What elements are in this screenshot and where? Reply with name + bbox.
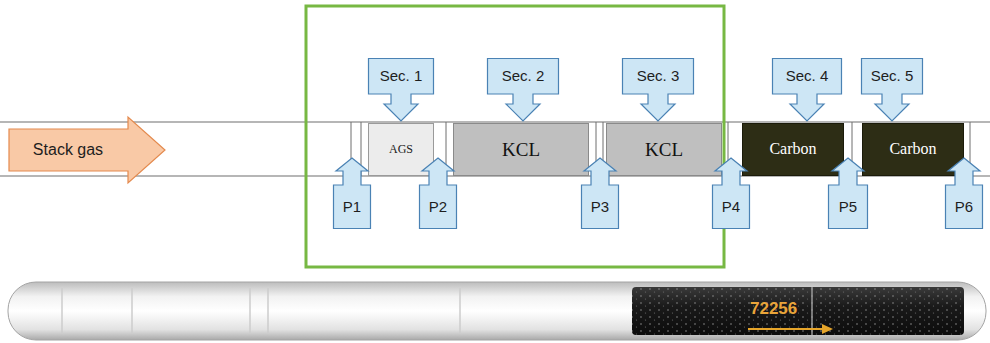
text-area: AGS <box>369 124 433 175</box>
sorbent-section: AGS <box>368 123 434 176</box>
shape-path <box>773 59 842 122</box>
shape-outline <box>333 157 371 229</box>
port-number: P1 <box>343 198 361 215</box>
port-number: P2 <box>429 198 447 215</box>
port-callout: P6 <box>945 157 983 229</box>
text-area: Sec. 4 <box>772 58 842 94</box>
text-area: Sec. 5 <box>861 58 923 94</box>
port-number: P4 <box>722 198 740 215</box>
port-number: P6 <box>955 198 973 215</box>
flow-label: Stack gas <box>33 141 103 159</box>
shape-outline <box>712 157 750 229</box>
serial-number: 72256 <box>750 299 797 319</box>
shape-path <box>623 59 694 122</box>
section-number: Sec. 2 <box>502 67 545 84</box>
port-callout: P2 <box>419 157 457 229</box>
section-callout: Sec. 3 <box>622 58 694 122</box>
port-callout: P5 <box>828 157 868 229</box>
text-area: Sec. 1 <box>368 58 434 94</box>
gas-flow-arrow: Stack gas <box>8 116 166 184</box>
text-area: P1 <box>333 185 371 229</box>
section-number: Sec. 3 <box>637 67 680 84</box>
text-area: P3 <box>581 185 619 229</box>
port-number: P5 <box>839 198 857 215</box>
port-callout: P4 <box>712 157 750 229</box>
port-number: P3 <box>591 198 609 215</box>
shape-outline <box>945 157 983 229</box>
shape-path <box>420 158 457 229</box>
shape-path <box>946 158 983 229</box>
text-area: P4 <box>712 185 750 229</box>
sorbent-name: AGS <box>389 143 413 157</box>
text-area: P5 <box>828 185 868 229</box>
sorbent-name: Carbon <box>769 140 816 158</box>
highlight-frame <box>306 6 724 267</box>
text-area: Sec. 2 <box>487 58 559 94</box>
section-callout: Sec. 2 <box>487 58 559 122</box>
section-number: Sec. 1 <box>380 67 423 84</box>
sorbent-section: Carbon <box>862 123 964 176</box>
shape-outline <box>828 157 868 229</box>
sorbent-section: Carbon <box>742 123 844 176</box>
shape-path <box>488 59 559 122</box>
text-area: P6 <box>945 185 983 229</box>
text-area: P2 <box>419 185 457 229</box>
text-area: Carbon <box>743 124 843 175</box>
sorbent-section: KCL <box>606 123 722 176</box>
shape-path <box>829 158 868 229</box>
shape-path <box>862 59 923 122</box>
sorbent-name: KCL <box>502 139 540 161</box>
section-callout: Sec. 1 <box>368 58 434 122</box>
sorbent-name: Carbon <box>889 140 936 158</box>
shape-outline <box>419 157 457 229</box>
shape-path <box>369 59 434 122</box>
section-callout: Sec. 5 <box>861 58 923 122</box>
shape-path <box>334 158 371 229</box>
text-area: Stack gas <box>8 116 128 184</box>
port-callout: P1 <box>333 157 371 229</box>
shape-path <box>713 158 750 229</box>
shape-path <box>582 158 619 229</box>
text-area: KCL <box>454 124 588 175</box>
text-area: Sec. 3 <box>622 58 694 94</box>
sorbent-section: KCL <box>453 123 589 176</box>
trap-photo <box>8 282 986 340</box>
shape-outline <box>581 157 619 229</box>
port-callout: P3 <box>581 157 619 229</box>
text-area: Carbon <box>863 124 963 175</box>
sorbent-name: KCL <box>645 139 683 161</box>
text-area: KCL <box>607 124 721 175</box>
shape-path <box>9 117 165 183</box>
section-callout: Sec. 4 <box>772 58 842 122</box>
section-number: Sec. 5 <box>871 67 914 84</box>
section-number: Sec. 4 <box>786 67 829 84</box>
